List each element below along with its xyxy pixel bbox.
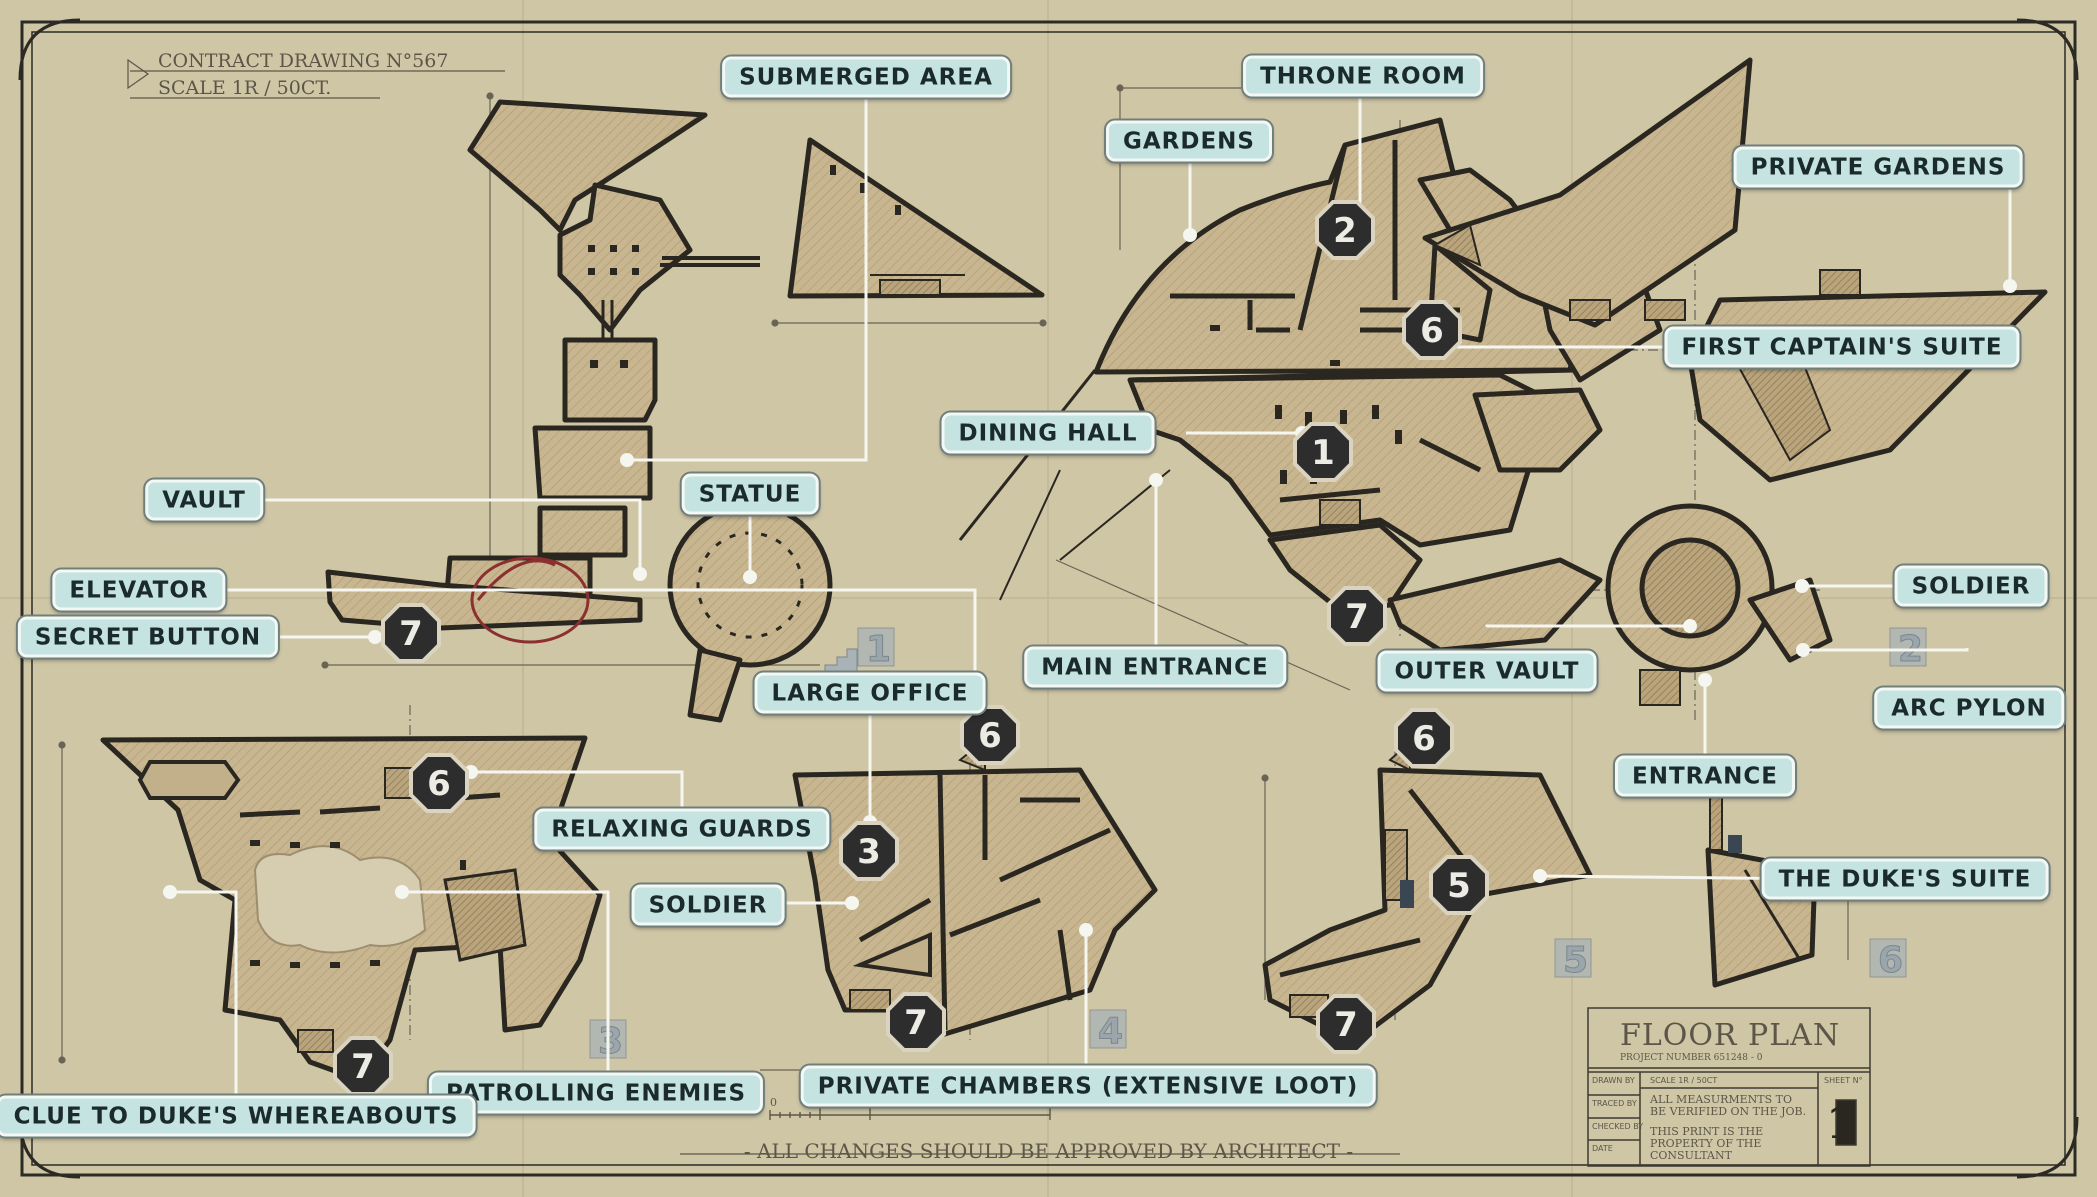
floor-2-statue-core bbox=[1639, 537, 1741, 639]
inner-frame bbox=[31, 31, 2066, 1166]
marker-5-floor-5: 5 bbox=[1429, 855, 1489, 915]
label-dining-hall[interactable]: DINING HALL bbox=[941, 412, 1155, 454]
title-block-drawn-by: DRAWN BY bbox=[1592, 1076, 1635, 1085]
contract-drawing-number: CONTRACT DRAWING N°567 bbox=[158, 50, 449, 72]
floor-6-details bbox=[1709, 779, 1802, 961]
label-statue[interactable]: STATUE bbox=[681, 473, 819, 515]
label-patrolling-enemies[interactable]: PATROLLING ENEMIES bbox=[428, 1072, 764, 1114]
floor-tag-5-text: 5 bbox=[1563, 940, 1588, 981]
label-arc-pylon[interactable]: ARC PYLON bbox=[1874, 687, 2064, 729]
secret-button-highlight-circle bbox=[470, 556, 590, 644]
marker-6-floor-4: 6 bbox=[960, 705, 1020, 765]
marker-6-text: 6 bbox=[978, 716, 1002, 756]
label-first-captains-suite[interactable]: FIRST CAPTAIN'S SUITE bbox=[1664, 326, 2020, 368]
label-large-office[interactable]: LARGE OFFICE bbox=[754, 672, 986, 714]
title-block-sheet-number: 1 bbox=[1826, 1098, 1857, 1149]
scale-tick-0: 0 bbox=[770, 1096, 777, 1109]
marker-1-text: 1 bbox=[1311, 433, 1335, 473]
floor-tag-5: 5 bbox=[1554, 938, 1592, 982]
outer-frame bbox=[20, 20, 2077, 1177]
title-block-project-number: PROJECT NUMBER 651248 - 0 bbox=[1620, 1053, 1763, 1063]
marker-3-text: 3 bbox=[857, 832, 881, 872]
label-soldier-floor-2[interactable]: SOLDIER bbox=[1894, 565, 2048, 607]
floor-tag-6: 6 bbox=[1869, 938, 1907, 982]
floor-tag-1: 1 bbox=[824, 627, 895, 674]
floor-tag-3-text: 3 bbox=[598, 1021, 623, 1062]
floor-1-pillars bbox=[588, 165, 901, 368]
label-submerged-area[interactable]: SUBMERGED AREA bbox=[722, 56, 1010, 98]
marker-6-first-captain: 6 bbox=[1402, 300, 1462, 360]
title-block-traced-by: TRACED BY bbox=[1592, 1099, 1637, 1108]
marker-7-floor-4: 7 bbox=[886, 992, 946, 1052]
label-entrance[interactable]: ENTRANCE bbox=[1615, 755, 1795, 797]
title-block-date: DATE bbox=[1592, 1144, 1613, 1153]
marker-7-floor-2: 7 bbox=[1327, 586, 1387, 646]
title-block-note-property: THIS PRINT IS THE PROPERTY OF THE CONSUL… bbox=[1650, 1125, 1764, 1162]
label-soldier-floor-4[interactable]: SOLDIER bbox=[631, 884, 785, 926]
title-block bbox=[1587, 1007, 1871, 1167]
marker-6-text: 6 bbox=[1412, 719, 1436, 759]
footer-note: - ALL CHANGES SHOULD BE APPROVED BY ARCH… bbox=[743, 1139, 1354, 1163]
label-private-chambers[interactable]: PRIVATE CHAMBERS (EXTENSIVE LOOT) bbox=[800, 1065, 1376, 1107]
title-block-scale: SCALE 1R / 50CT bbox=[1650, 1076, 1718, 1085]
floor-tag-4-text: 4 bbox=[1098, 1011, 1123, 1052]
marker-6-text: 6 bbox=[1420, 311, 1444, 351]
label-elevator[interactable]: ELEVATOR bbox=[52, 569, 226, 611]
marker-7-text: 7 bbox=[904, 1003, 928, 1043]
marker-6-floor-5: 6 bbox=[1394, 708, 1454, 768]
title-block-note-measurements: ALL MEASURMENTS TO BE VERIFIED ON THE JO… bbox=[1650, 1093, 1807, 1118]
title-block-title: FLOOR PLAN bbox=[1620, 1018, 1841, 1053]
marker-5-text: 5 bbox=[1447, 866, 1471, 906]
label-private-gardens[interactable]: PRIVATE GARDENS bbox=[1733, 146, 2023, 188]
label-throne-room[interactable]: THRONE ROOM bbox=[1243, 55, 1483, 97]
label-gardens[interactable]: GARDENS bbox=[1105, 120, 1273, 162]
marker-6-floor-3: 6 bbox=[409, 753, 469, 813]
title-block-checked-by: CHECKED BY bbox=[1592, 1122, 1644, 1131]
marker-7-floor-5: 7 bbox=[1316, 994, 1376, 1054]
drawing-scale: SCALE 1R / 50CT. bbox=[158, 77, 332, 99]
label-vault[interactable]: VAULT bbox=[145, 479, 263, 521]
floor-tag-4: 4 bbox=[1089, 1009, 1127, 1053]
label-outer-vault[interactable]: OUTER VAULT bbox=[1377, 650, 1597, 692]
label-relaxing-guards[interactable]: RELAXING GUARDS bbox=[534, 808, 830, 850]
label-dukes-suite[interactable]: THE DUKE'S SUITE bbox=[1761, 858, 2049, 900]
numbered-markers: 2 6 1 7 7 6 7 6 3 7 6 5 7 bbox=[333, 200, 1489, 1096]
title-block-sheet-label: SHEET N° bbox=[1824, 1076, 1863, 1085]
marker-7-floor-3: 7 bbox=[333, 1036, 393, 1096]
header-rules bbox=[127, 58, 505, 99]
label-clue-to-dukes-whereabouts[interactable]: CLUE TO DUKE'S WHEREABOUTS bbox=[0, 1095, 476, 1137]
marker-7-text: 7 bbox=[399, 614, 423, 654]
floor-4-walls bbox=[858, 774, 1112, 1031]
marker-6-text: 6 bbox=[427, 764, 451, 804]
marker-7-text: 7 bbox=[351, 1047, 375, 1087]
marker-2-throne-room: 2 bbox=[1315, 200, 1375, 260]
label-secret-button[interactable]: SECRET BUTTON bbox=[17, 616, 279, 658]
marker-7-floor-1: 7 bbox=[381, 603, 441, 663]
floor-tag-1-text: 1 bbox=[866, 629, 891, 670]
marker-7-text: 7 bbox=[1345, 597, 1369, 637]
marker-7-text: 7 bbox=[1334, 1005, 1358, 1045]
marker-1-dining-hall: 1 bbox=[1293, 422, 1353, 482]
label-main-entrance[interactable]: MAIN ENTRANCE bbox=[1024, 646, 1286, 688]
floor-number-tags: 1 2 3 4 5 6 bbox=[589, 627, 1927, 1063]
marker-3-large-office: 3 bbox=[839, 821, 899, 881]
marker-2-text: 2 bbox=[1333, 211, 1357, 251]
floor-tag-6-text: 6 bbox=[1878, 940, 1903, 981]
